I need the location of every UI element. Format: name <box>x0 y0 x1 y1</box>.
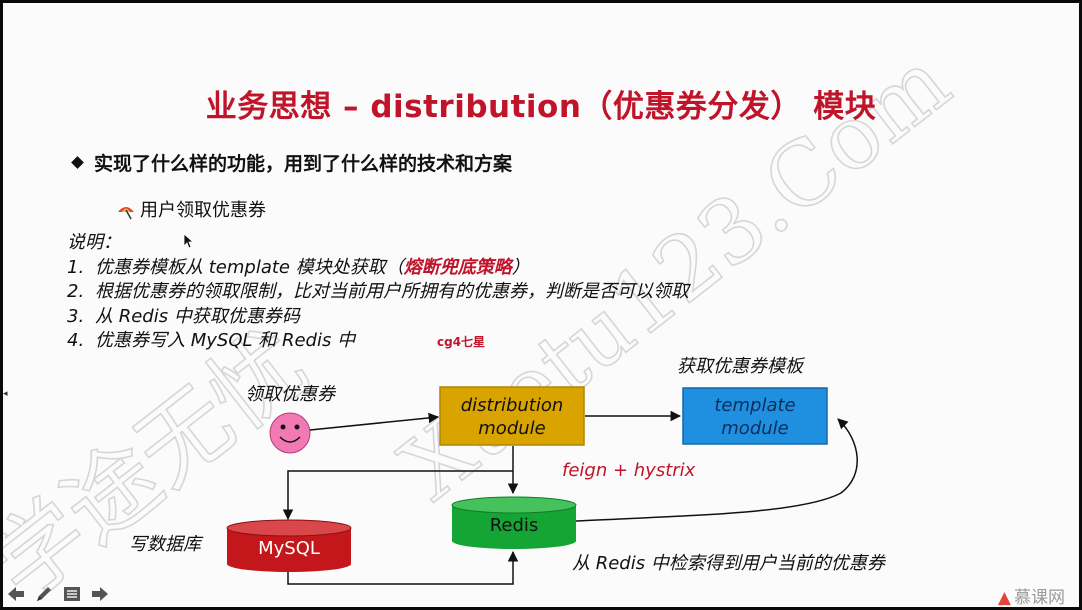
redis-database: Redis <box>451 496 577 549</box>
note-number: 1. <box>67 256 85 278</box>
flow-diagram: cg4七星 领取优惠券 distribution module 获取优惠券模板 … <box>129 335 887 585</box>
template-label-2: module <box>721 418 788 439</box>
user-action-label: 领取优惠券 <box>245 384 337 405</box>
previous-slide-icon[interactable] <box>5 583 27 605</box>
brand-logo: ▲慕课网 <box>998 583 1065 607</box>
flame-icon: ▲ <box>997 588 1011 607</box>
arrow-user-to-distribution <box>309 412 440 431</box>
redis-caption: 从 Redis 中检索得到用户当前的优惠券 <box>572 553 887 574</box>
distribution-module-box: distribution module <box>439 386 585 446</box>
feign-hystrix-label: feign + hystrix <box>562 460 696 481</box>
pen-tool-icon[interactable] <box>33 583 55 605</box>
notes-block: 说明： 1. 优惠券模板从 template 模块处获取（熔断兜底策略） 2. 根据… <box>67 231 689 354</box>
distribution-label-1: distribution <box>461 395 564 416</box>
mysql-label: MySQL <box>258 538 320 559</box>
next-slide-icon[interactable] <box>89 583 111 605</box>
arrow-redis-to-template <box>575 418 858 522</box>
note-item-2: 2. 根据优惠券的领取限制，比对当前用户所拥有的优惠券，判断是否可以领取 <box>67 280 689 305</box>
note-text: 从 Redis 中获取优惠券码 <box>95 305 300 327</box>
note-text-end: ） <box>511 256 530 278</box>
note-number: 2. <box>67 281 85 302</box>
mysql-database: MySQL <box>226 519 352 572</box>
cg-tag: cg4七星 <box>437 335 485 349</box>
feature-text: 用户领取优惠券 <box>140 200 266 221</box>
presentation-controls <box>5 583 112 605</box>
note-item-3: 3. 从 Redis 中获取优惠券码 <box>67 305 689 330</box>
note-item-4: 4. 优惠券写入 MySQL 和 Redis 中 <box>67 329 689 354</box>
side-marker-icon: ◂ <box>3 389 8 399</box>
brand-text: 慕课网 <box>1014 588 1065 607</box>
note-highlight: 熔断兜底策略 <box>403 256 512 278</box>
template-caption: 获取优惠券模板 <box>677 356 806 377</box>
mouse-pointer-icon <box>183 233 195 249</box>
slide-menu-icon[interactable] <box>61 583 83 605</box>
redis-label: Redis <box>490 515 539 536</box>
bullet-text: 实现了什么样的功能，用到了什么样的技术和方案 <box>94 153 513 175</box>
feature-item: 用户领取优惠券 <box>116 196 266 222</box>
bullet-heading: 实现了什么样的功能，用到了什么样的技术和方案 <box>71 149 513 176</box>
note-text: 优惠券写入 MySQL 和 Redis 中 <box>95 330 356 351</box>
note-text: 优惠券模板从 template 模块处获取（ <box>95 256 404 278</box>
notes-heading: 说明： <box>67 232 121 253</box>
user-smiley-icon <box>269 412 311 454</box>
slide: Xuetu123.Com 学途无忧 业务思想 – distribution（优惠… <box>3 3 1079 607</box>
template-module-box: template module <box>682 387 828 445</box>
arrow-distribution-to-mysql <box>282 470 513 521</box>
note-number: 4. <box>67 330 85 351</box>
template-label-1: template <box>714 395 795 416</box>
umbrella-bullet-icon <box>118 207 134 220</box>
page-title: 业务思想 – distribution（优惠券分发） 模块 <box>205 89 877 125</box>
arrow-mysql-to-redis <box>287 550 519 585</box>
note-item-1: 1. 优惠券模板从 template 模块处获取（熔断兜底策略） <box>67 256 689 281</box>
write-db-label: 写数据库 <box>129 534 204 555</box>
distribution-label-2: module <box>478 418 545 439</box>
note-number: 3. <box>67 305 85 327</box>
note-text: 根据优惠券的领取限制，比对当前用户所拥有的优惠券，判断是否可以领取 <box>95 281 689 302</box>
